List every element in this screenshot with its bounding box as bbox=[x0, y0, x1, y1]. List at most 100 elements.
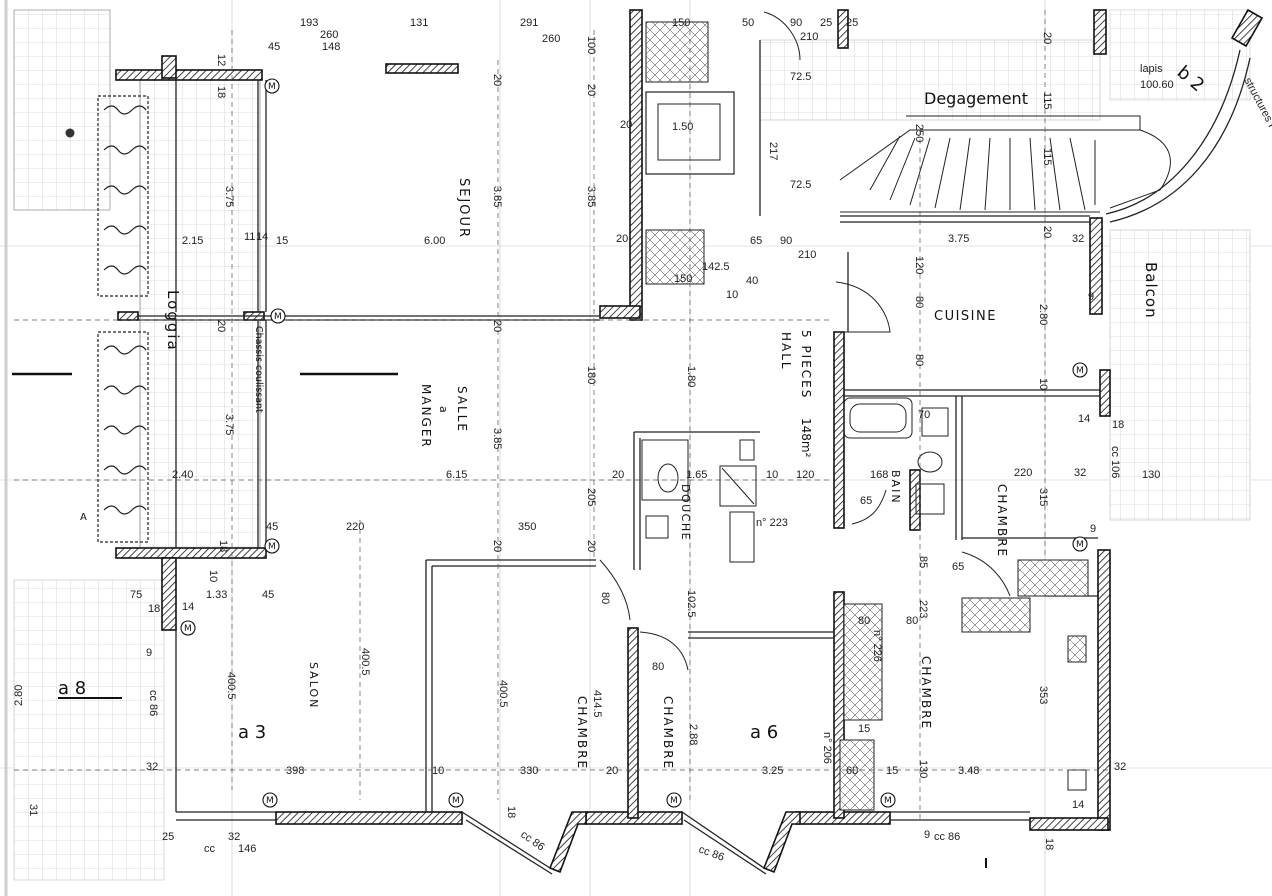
dimension-label: 20 bbox=[491, 540, 503, 552]
dimension-label: 25 bbox=[162, 831, 174, 843]
svg-text:M: M bbox=[1076, 366, 1084, 376]
dimension-label: 205 bbox=[585, 488, 597, 506]
dimension-label: 80 bbox=[906, 615, 918, 627]
dimension-label: 31 bbox=[27, 804, 39, 816]
dimension-label: 14 bbox=[1078, 413, 1090, 425]
dimension-label: 32 bbox=[1114, 761, 1126, 773]
svg-text:M: M bbox=[268, 82, 276, 92]
room-salle-a: a bbox=[437, 406, 450, 413]
dimension-label: 3.25 bbox=[762, 765, 783, 777]
section-lines bbox=[12, 10, 1110, 820]
room-chambre-1: CHAMBRE bbox=[575, 696, 589, 770]
meter-marker: M bbox=[666, 792, 682, 808]
dimension-label: 85 bbox=[917, 556, 929, 568]
dimension-label: 220 bbox=[1014, 467, 1032, 479]
dimension-label: 80 bbox=[599, 592, 611, 604]
dimension-label: 260 bbox=[320, 29, 338, 41]
label-chassis-coulissant: Chassis coulissant bbox=[253, 326, 264, 413]
room-chambre-2: CHAMBRE bbox=[661, 696, 675, 770]
dimension-label: 150 bbox=[672, 17, 690, 29]
dimension-label: 18 bbox=[217, 540, 229, 552]
room-sejour: SEJOUR bbox=[456, 178, 471, 239]
dimension-label: 102.5 bbox=[685, 590, 697, 618]
dimension-label: 115 bbox=[1041, 148, 1053, 166]
meter-marker: M bbox=[880, 792, 896, 808]
dimension-label: 400.5 bbox=[359, 648, 371, 676]
dimension-label: 9 bbox=[1088, 291, 1094, 303]
dimension-label: 14 bbox=[1072, 799, 1084, 811]
dimension-label: 130 bbox=[1142, 469, 1160, 481]
room-chambre-3: CHAMBRE bbox=[995, 484, 1009, 558]
dimension-label: 2.40 bbox=[172, 469, 193, 481]
dimension-label: 260 bbox=[542, 33, 560, 45]
meter-marker: M bbox=[262, 792, 278, 808]
dimension-label: n° 223 bbox=[756, 517, 788, 529]
dimension-label: 10 bbox=[726, 289, 738, 301]
dimension-label: 45 bbox=[266, 521, 278, 533]
dimension-label: 142.5 bbox=[702, 261, 730, 273]
svg-text:M: M bbox=[268, 542, 276, 552]
dimension-label: 90 bbox=[780, 235, 792, 247]
dimension-label: 32 bbox=[1072, 233, 1084, 245]
section-mark-a6: a 6 bbox=[750, 722, 778, 743]
dimension-label: 148 bbox=[322, 41, 340, 53]
svg-text:M: M bbox=[184, 624, 192, 634]
dimension-label: 353 bbox=[1037, 686, 1049, 704]
dimension-label: 3.48 bbox=[958, 765, 979, 777]
dimension-label: 20 bbox=[491, 74, 503, 86]
dimension-label: 2.88 bbox=[687, 724, 699, 745]
dimension-label: 40 bbox=[746, 275, 758, 287]
dimension-label: 193 bbox=[300, 17, 318, 29]
dimension-label: 1.33 bbox=[206, 589, 227, 601]
dimension-label: 1.80 bbox=[685, 366, 697, 387]
dimension-label: 400.5 bbox=[225, 672, 237, 700]
dimension-label: 220 bbox=[346, 521, 364, 533]
dimension-label: cc 86 bbox=[147, 690, 159, 716]
dimension-label: 32 bbox=[1074, 467, 1086, 479]
dimension-label: 350 bbox=[518, 521, 536, 533]
dimension-label: 20 bbox=[585, 540, 597, 552]
svg-text:M: M bbox=[670, 796, 678, 806]
door-swings bbox=[599, 11, 1011, 671]
note-lapis-value: 100.60 bbox=[1140, 79, 1174, 91]
dimension-label: 6.00 bbox=[424, 235, 445, 247]
dimension-label: 14 bbox=[256, 231, 268, 243]
dimension-label: 20 bbox=[620, 119, 632, 131]
dimension-label: 400.5 bbox=[497, 680, 509, 708]
dimension-label: 2.80 bbox=[13, 685, 25, 706]
room-salon: SALON bbox=[307, 662, 320, 709]
dimension-label: 9 bbox=[146, 647, 152, 659]
dimension-label: 2.15 bbox=[182, 235, 203, 247]
room-salle: SALLE bbox=[455, 386, 469, 433]
room-loggia: Loggia bbox=[164, 290, 182, 352]
dimension-label: 146 bbox=[238, 843, 256, 855]
meter-marker: M bbox=[448, 792, 464, 808]
dimension-label: 414.5 bbox=[591, 690, 603, 718]
lift-and-ducts bbox=[645, 21, 1089, 811]
dimension-label: 65 bbox=[750, 235, 762, 247]
dimension-label: 18 bbox=[1043, 838, 1055, 850]
dimension-label: 20 bbox=[1041, 32, 1053, 44]
dimension-label: 72.5 bbox=[790, 71, 811, 83]
hall-type: 5 PIECES bbox=[799, 330, 813, 399]
dimension-label: 3.75 bbox=[223, 186, 235, 207]
planter-boxes bbox=[97, 95, 149, 543]
dimension-label: 3.85 bbox=[491, 428, 503, 449]
dimension-label: 250 bbox=[913, 124, 925, 142]
dimension-label: 80 bbox=[858, 615, 870, 627]
dimension-label: 6.15 bbox=[446, 469, 467, 481]
dimension-label: 15 bbox=[276, 235, 288, 247]
dimension-label: 15 bbox=[886, 765, 898, 777]
balcon-tiles bbox=[1109, 229, 1251, 521]
dimension-label: 223 bbox=[917, 600, 929, 618]
dimension-label: 20 bbox=[616, 233, 628, 245]
room-labels: SEJOUR SALLE a MANGER Loggia Chassis cou… bbox=[164, 89, 1160, 770]
room-degagement: Degagement bbox=[924, 89, 1028, 108]
dimension-label: 20 bbox=[612, 469, 624, 481]
dimension-label: 80 bbox=[913, 296, 925, 308]
dimension-label: 1.50 bbox=[672, 121, 693, 133]
dimension-label: 3.75 bbox=[223, 414, 235, 435]
dimension-label: 20 bbox=[215, 320, 227, 332]
meter-marker: M bbox=[1072, 362, 1088, 378]
